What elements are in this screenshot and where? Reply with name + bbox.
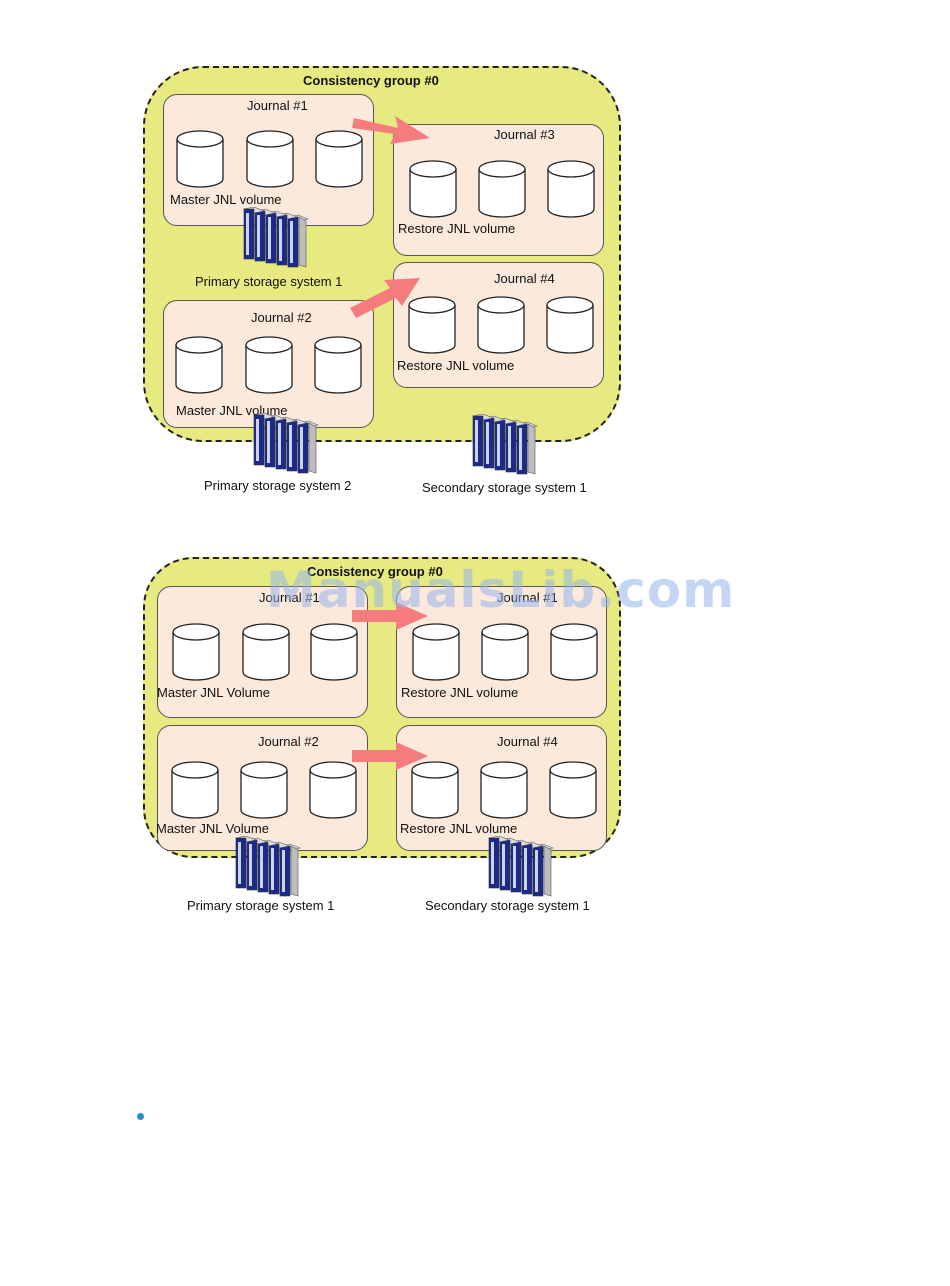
journal-volume-icon: [481, 623, 529, 681]
copy-arrow-icon: [352, 116, 430, 144]
journal-volume-icon: [171, 761, 219, 819]
system-label: Secondary storage system 1: [422, 480, 587, 495]
journal-volume-icon: [310, 623, 358, 681]
system-label: Secondary storage system 1: [425, 898, 590, 913]
journal-volume-icon: [309, 761, 357, 819]
copy-arrow-icon: [352, 742, 428, 770]
consistency-group-title: Consistency group #0: [303, 73, 439, 88]
system-label: Primary storage system 1: [195, 274, 343, 289]
journal-volume-icon: [480, 761, 528, 819]
journal-title: Journal #2: [258, 734, 319, 749]
journal-volume-icon: [546, 296, 594, 354]
journal-volume-icon: [549, 761, 597, 819]
consistency-group-title: Consistency group #0: [307, 564, 443, 579]
system-label: Primary storage system 1: [187, 898, 335, 913]
journal-volume-icon: [246, 130, 294, 188]
journal-volume-icon: [314, 336, 362, 394]
storage-system-icon: [485, 835, 555, 898]
bullet-icon: [137, 1113, 144, 1120]
journal-volume-icon: [408, 296, 456, 354]
storage-system-icon: [250, 412, 320, 475]
watermark: ManualsLib.com: [266, 561, 736, 619]
system-label: Primary storage system 2: [204, 478, 352, 493]
volume-label: Restore JNL volume: [398, 221, 516, 236]
journal-title: Journal #3: [494, 127, 555, 142]
volume-label: Master JNL Volume: [157, 685, 270, 700]
journal-volume-icon: [175, 336, 223, 394]
storage-system-icon: [469, 413, 539, 476]
journal-volume-icon: [245, 336, 293, 394]
volume-label: Restore JNL volume: [401, 685, 519, 700]
journal-volume-icon: [176, 130, 224, 188]
journal-volume-icon: [240, 761, 288, 819]
journal-volume-icon: [478, 160, 526, 218]
journal-volume-icon: [477, 296, 525, 354]
journal-volume-icon: [411, 761, 459, 819]
journal-volume-icon: [315, 130, 363, 188]
journal-volume-icon: [412, 623, 460, 681]
copy-arrow-icon: [350, 278, 420, 318]
journal-volume-icon: [547, 160, 595, 218]
volume-label: Restore JNL volume: [397, 358, 515, 373]
journal-title: Journal #4: [497, 734, 558, 749]
storage-system-icon: [232, 835, 302, 898]
volume-label: Master JNL volume: [170, 192, 282, 207]
storage-system-icon: [240, 206, 310, 269]
journal-title: Journal #1: [497, 590, 558, 605]
volume-label: Master JNL Volume: [156, 821, 269, 836]
journal-title: Journal #1: [259, 590, 320, 605]
journal-title: Journal #4: [494, 271, 555, 286]
journal-volume-icon: [409, 160, 457, 218]
journal-title: Journal #2: [251, 310, 312, 325]
journal-volume-icon: [172, 623, 220, 681]
journal-title: Journal #1: [247, 98, 308, 113]
journal-volume-icon: [550, 623, 598, 681]
volume-label: Restore JNL volume: [400, 821, 518, 836]
journal-volume-icon: [242, 623, 290, 681]
copy-arrow-icon: [352, 602, 428, 630]
